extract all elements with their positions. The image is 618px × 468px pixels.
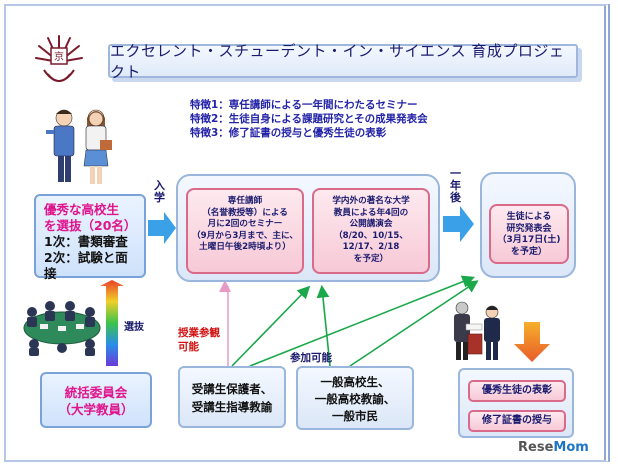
award-box: 優秀生徒の表彰 修了証書の授与	[458, 368, 574, 438]
feature-item: 特徴1：専任講師による一年間にわたるセミナー	[190, 99, 418, 111]
seminar-line: 土曜日午後2時頃より）	[199, 242, 291, 252]
presentation-line: （3月17日(土)	[497, 235, 561, 245]
resemom-watermark: ReseMom	[518, 440, 589, 455]
one-year-arrow	[443, 206, 474, 242]
lecture-line: 学内外の著名な大学	[332, 196, 410, 206]
award-down-arrow	[514, 322, 550, 362]
students-icon	[46, 109, 112, 184]
selection-label: 選抜	[124, 322, 144, 333]
entry-label: 入学	[154, 179, 165, 204]
entry-arrow	[148, 212, 176, 244]
parents-box: 受講生保護者、 受講生指導教諭	[178, 366, 286, 428]
public-line: 一般市民	[332, 409, 378, 423]
watermark-part: Mom	[553, 440, 589, 455]
svg-text:京: 京	[54, 50, 64, 63]
public-box: 一般高校生、 一般高校教諭、 一般市民	[296, 366, 414, 430]
committee-line: （大学教員）	[58, 402, 134, 417]
lecture-line: 教員による年4回の	[333, 207, 409, 218]
class-visit-line: 授業参観	[178, 327, 220, 339]
lecture-line: 公開講演会	[349, 219, 393, 229]
selection-step-2: 2次：試験と面接	[44, 250, 128, 281]
seminar-line: （名誉教授等）による	[202, 207, 288, 218]
selection-title: 優秀な高校生	[44, 202, 120, 217]
presentation-line: を予定）	[510, 246, 547, 257]
feature-item: 特徴3：修了証書の授与と優秀生徒の表彰	[190, 127, 387, 139]
selection-title-count: を選抜（20名）	[44, 218, 137, 233]
presentation-line: 研究発表会	[506, 223, 552, 234]
seminar-line: 月に2回のセミナー	[207, 219, 283, 229]
committee-line: 統括委員会	[64, 385, 128, 400]
lecture-line: 12/17、2/18	[342, 242, 400, 252]
class-visit-line: 可能	[178, 341, 199, 353]
lecture-box: 学内外の著名な大学 教員による年4回の 公開講演会 （8/20、10/15、 1…	[312, 188, 430, 274]
selection-up-arrow	[100, 280, 124, 366]
participation-label: 参加可能	[290, 352, 332, 364]
lecture-line: を予定）	[353, 253, 389, 264]
class-visit-label: 授業参観 可能	[178, 326, 220, 354]
award-item: 修了証書の授与	[468, 410, 566, 432]
award-ceremony-icon	[454, 301, 500, 360]
feature-list: 特徴1：専任講師による一年間にわたるセミナー 特徴2：生徒自身による課題研究とそ…	[190, 98, 428, 140]
one-year-later-label: 一年後	[450, 167, 461, 204]
parents-line: 受講生指導教諭	[191, 400, 273, 414]
program-box: 専任講師 （名誉教授等）による 月に2回のセミナー （9月から3月まで、主に、 …	[176, 174, 440, 282]
presentation-box: 生徒による 研究発表会 （3月17日(土) を予定）	[489, 204, 569, 264]
seminar-line: 専任講師	[227, 196, 263, 206]
committee-meeting-icon	[23, 301, 101, 356]
public-line: 一般高校教諭、	[314, 392, 396, 406]
presentation-line: 生徒による	[506, 212, 552, 222]
lecture-line: （8/20、10/15、	[334, 230, 408, 241]
page-title: エクセレント・スチューデント・イン・サイエンス 育成プロジェクト	[108, 42, 578, 81]
seminar-line: （9月から3月まで、主に、	[192, 230, 298, 241]
selection-step-1: 1次：書類審査	[44, 234, 128, 249]
seminar-box: 専任講師 （名誉教授等）による 月に2回のセミナー （9月から3月まで、主に、 …	[186, 188, 304, 274]
committee-box: 統括委員会 （大学教員）	[40, 372, 152, 428]
presentation-container: 生徒による 研究発表会 （3月17日(土) を予定）	[480, 172, 576, 278]
feature-item: 特徴2：生徒自身による課題研究とその成果発表会	[190, 113, 428, 125]
award-item: 優秀生徒の表彰	[468, 380, 566, 402]
parents-line: 受講生保護者、	[191, 382, 273, 396]
university-crest-icon: 京	[35, 35, 83, 82]
selection-box: 優秀な高校生 を選抜（20名） 1次：書類審査 2次：試験と面接	[34, 194, 146, 281]
watermark-part: Rese	[518, 440, 554, 455]
public-line: 一般高校生、	[320, 375, 390, 389]
